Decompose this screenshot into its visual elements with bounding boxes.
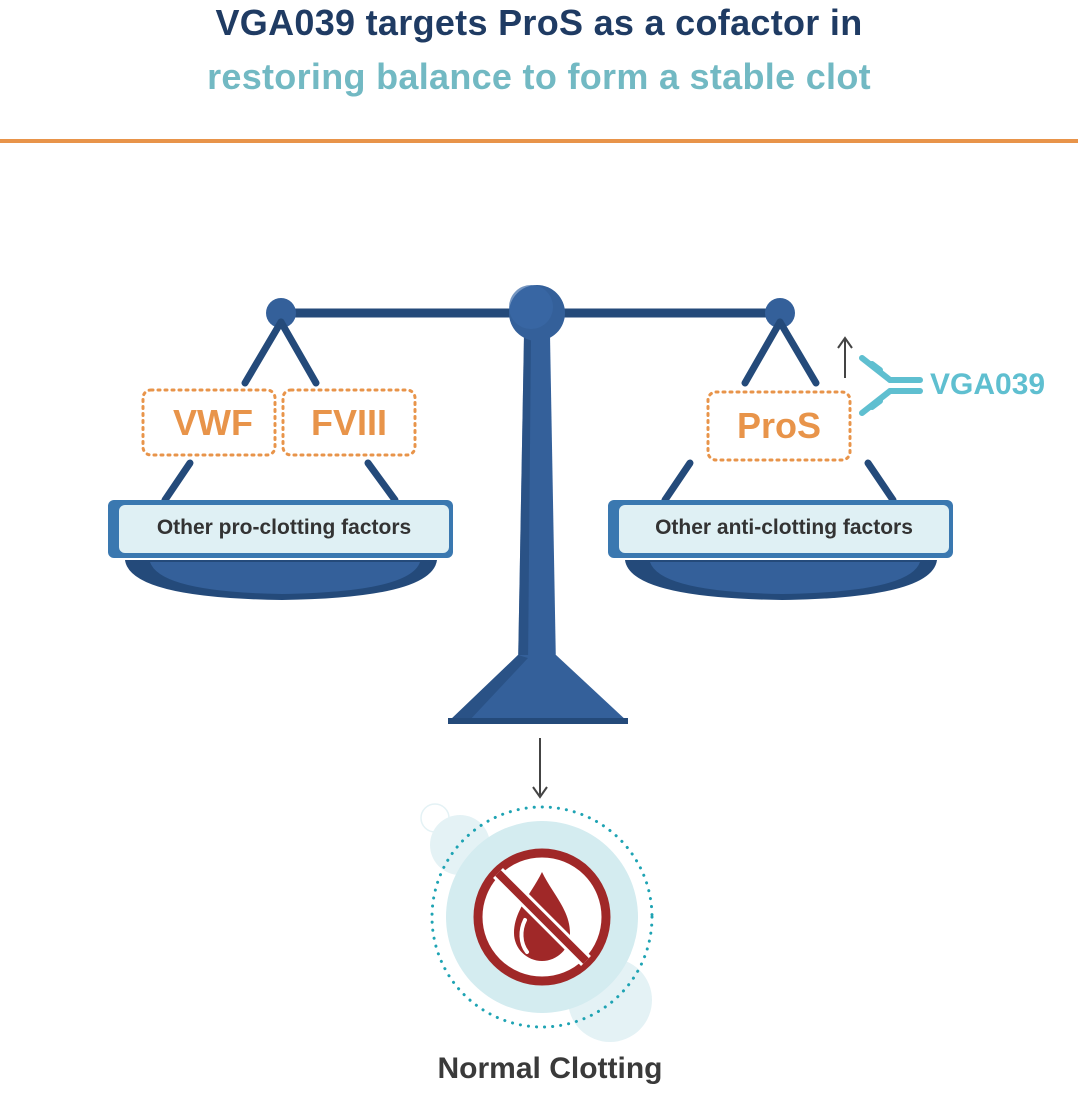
vga039-label: VGA039 <box>930 368 1046 401</box>
up-arrow-icon <box>837 336 853 378</box>
left-pan <box>108 500 453 600</box>
no-bleeding-icon <box>473 848 611 986</box>
factor-pros: ProS <box>736 405 822 446</box>
title-line-1: VGA039 targets ProS as a cofactor in <box>215 2 863 43</box>
factor-vwf: VWF <box>173 402 253 443</box>
antibody-icon <box>859 355 923 416</box>
title-divider <box>0 139 1078 143</box>
right-pan <box>608 500 953 600</box>
left-hanger <box>161 298 399 504</box>
factor-fviii: FVIII <box>310 402 387 443</box>
scale-base <box>448 655 628 722</box>
title-line-2: restoring balance to form a stable clot <box>207 56 871 97</box>
factor-box-fviii <box>281 388 417 457</box>
down-arrow-icon <box>532 738 548 799</box>
anti-clotting-label: Other anti-clotting factors <box>655 516 913 539</box>
right-hanger <box>661 298 897 504</box>
pro-clotting-label: Other pro-clotting factors <box>156 516 412 539</box>
normal-clotting-label: Normal Clotting <box>437 1052 663 1085</box>
factor-box-vwf <box>141 388 277 457</box>
factor-box-pros <box>706 390 852 462</box>
